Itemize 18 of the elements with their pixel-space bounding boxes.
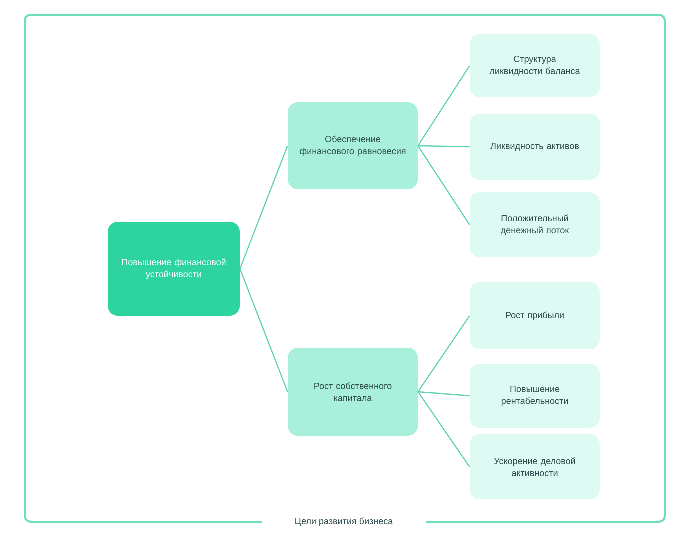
category-box: Обеспечение финансового равновесия (288, 102, 418, 190)
connector-line (418, 316, 470, 392)
caption: Цели развития бизнеса (296, 518, 394, 526)
connector-line (240, 146, 288, 270)
goal-box: Ликвидность активов (470, 114, 600, 180)
goal-box: Структура ликвидности баланса (470, 34, 600, 98)
connector-line (418, 146, 470, 226)
goal-box: Ускорение деловой активности (470, 434, 600, 500)
root-box: Повышение финансовой устойчивости (108, 222, 240, 316)
goal-box: Рост прибыли (470, 282, 600, 350)
goal-box: Положительный денежный поток (470, 192, 600, 258)
connector-line (418, 145, 470, 148)
connector-line (418, 392, 470, 468)
category-box: Рост собственного капитала (288, 348, 418, 436)
connector-line (418, 66, 470, 146)
connector-line (418, 391, 470, 397)
goal-box: Повышение рентабельности (470, 364, 600, 428)
connector-line (240, 268, 288, 392)
